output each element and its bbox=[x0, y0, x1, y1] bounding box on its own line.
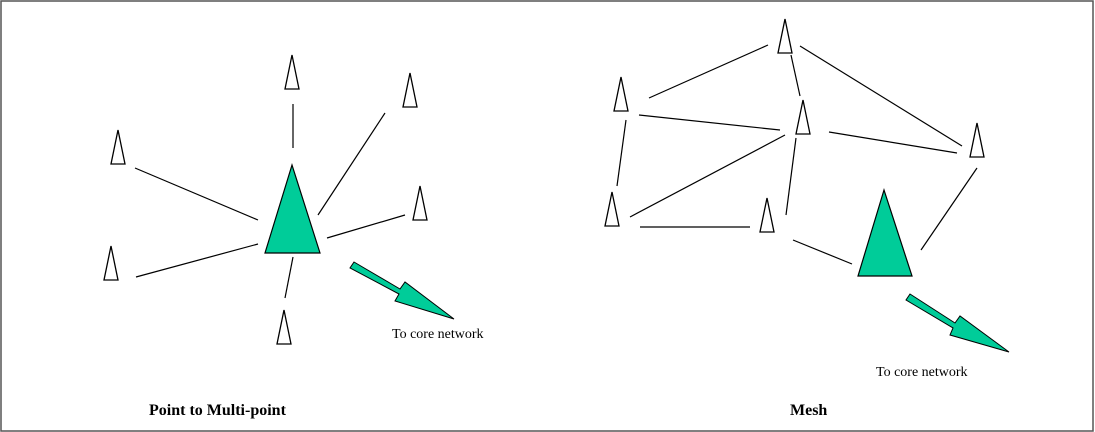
mesh-link bbox=[799, 45, 963, 147]
pmp-arrow-label: To core network bbox=[392, 327, 484, 342]
mesh-link bbox=[648, 44, 769, 99]
mesh-arrow-label: To core network bbox=[876, 365, 968, 380]
pmp-caption: Point to Multi-point bbox=[149, 402, 287, 419]
mesh-link bbox=[616, 119, 627, 187]
mesh-links bbox=[616, 44, 978, 265]
link-hub-right bbox=[326, 214, 406, 239]
mesh-link bbox=[785, 137, 797, 216]
large-antenna-icon bbox=[857, 187, 913, 277]
point-to-multipoint-diagram: To core network Point to Multi-point bbox=[103, 54, 484, 419]
mesh-diagram: To core network Mesh bbox=[604, 18, 1010, 419]
mesh-link bbox=[828, 131, 958, 154]
pmp-links bbox=[134, 104, 406, 299]
core-network-arrow-icon bbox=[905, 293, 1010, 353]
core-network-arrow-icon bbox=[349, 261, 455, 320]
mesh-caption: Mesh bbox=[790, 402, 827, 419]
link-hub-upper-right bbox=[317, 112, 386, 216]
link-hub-lower-left bbox=[135, 243, 259, 278]
mesh-link bbox=[792, 239, 853, 265]
mesh-link bbox=[920, 167, 978, 251]
large-antenna-icon bbox=[264, 162, 321, 254]
mesh-link bbox=[790, 54, 801, 97]
link-hub-bottom bbox=[284, 256, 294, 299]
link-hub-upper-left bbox=[134, 167, 259, 221]
mesh-link bbox=[638, 114, 781, 131]
mesh-link bbox=[629, 134, 786, 218]
